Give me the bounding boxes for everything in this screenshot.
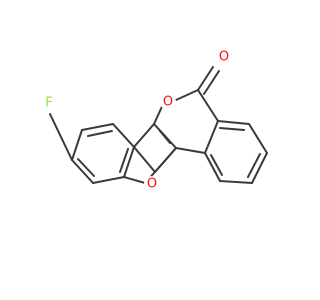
bond: [204, 120, 219, 154]
bond: [175, 147, 206, 154]
bond: [219, 180, 253, 184]
bond: [71, 129, 83, 161]
bond: [159, 130, 171, 144]
bond: [112, 123, 135, 148]
bond: [175, 89, 199, 101]
atom-o-lactone: O: [160, 94, 176, 110]
carbonyl-oxygen-label: O: [219, 50, 229, 65]
bond: [81, 123, 114, 131]
atom-o-furan: O: [144, 176, 160, 192]
bond-c-f: [49, 113, 73, 161]
pyranone-ring: [153, 89, 219, 154]
lactone-oxygen-label: O: [163, 95, 173, 110]
bond: [248, 123, 268, 154]
bond: [71, 159, 94, 184]
atom-f: F: [41, 95, 57, 111]
bond: [217, 120, 250, 125]
bond: [162, 147, 177, 164]
fluorobenzene-ring: [71, 123, 135, 184]
benzene-ring: [204, 120, 268, 184]
bond: [92, 176, 125, 184]
atom-o-carbonyl: O: [216, 49, 232, 65]
bond: [210, 154, 223, 176]
bond: [87, 130, 113, 137]
furan-ring: [123, 123, 177, 184]
bond: [123, 176, 146, 184]
bond: [77, 158, 95, 177]
bond-carbonyl: [203, 70, 220, 95]
bond-carbonyl: [197, 66, 214, 91]
furan-oxygen-label: O: [147, 177, 157, 192]
bond: [197, 89, 219, 122]
bond: [219, 127, 245, 131]
bond: [123, 146, 135, 178]
bond: [204, 152, 221, 182]
bond: [247, 153, 261, 178]
molecule-structure: F O O O: [41, 49, 268, 192]
bond: [133, 146, 156, 173]
fluorine-label: F: [45, 96, 52, 111]
bond: [133, 123, 155, 148]
bond: [251, 152, 268, 184]
bond: [119, 148, 129, 173]
